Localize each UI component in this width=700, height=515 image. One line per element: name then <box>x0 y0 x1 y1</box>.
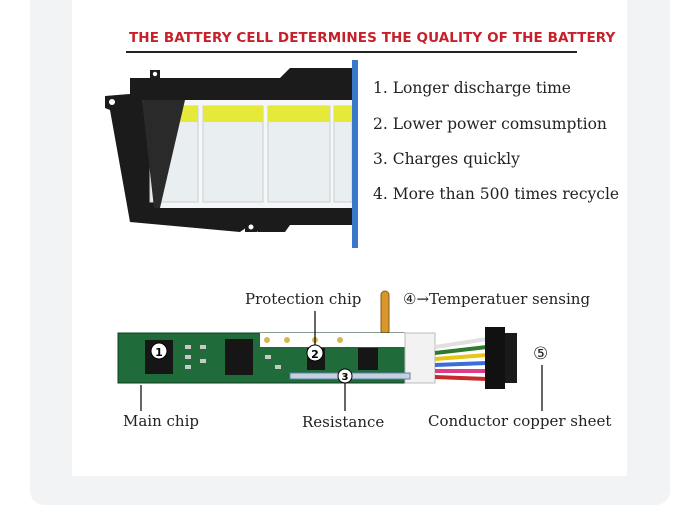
protection-chip-label: Protection chip <box>245 290 362 308</box>
feature-4: 4. More than 500 times recycle <box>373 185 620 203</box>
feature-1: 1. Longer discharge time <box>373 79 571 97</box>
page-heading: THE BATTERY CELL DETERMINES THE QUALITY … <box>129 30 616 46</box>
marker-2: 2 <box>311 348 319 361</box>
feature-2: 2. Lower power comsumption <box>373 115 607 133</box>
heading-underline <box>126 51 577 53</box>
marker-1: 1 <box>155 346 163 359</box>
feature-3: 3. Charges quickly <box>373 150 520 168</box>
main-chip-label: Main chip <box>123 412 199 430</box>
battery-pack-image <box>105 60 358 248</box>
marker-5-label: ⑤ <box>533 344 549 364</box>
resistance-label: Resistance <box>302 413 385 431</box>
marker-3: 3 <box>342 372 349 383</box>
pcb-image: 1 2 3 <box>117 290 543 411</box>
temperature-sensing-label: ④→Temperatuer sensing <box>403 290 591 308</box>
conductor-copper-sheet-label: Conductor copper sheet <box>428 412 612 430</box>
